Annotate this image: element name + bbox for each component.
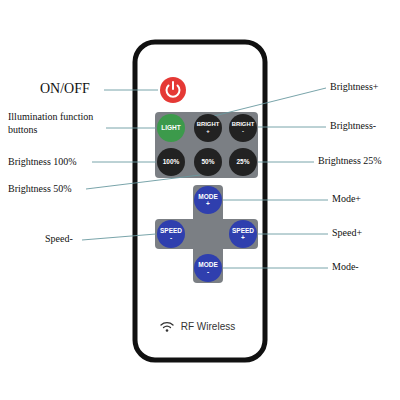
button-label: 50% <box>201 158 214 165</box>
on-off-label: ON/OFF <box>40 80 90 98</box>
button-panel <box>155 112 258 178</box>
brightness-label: Brightness 100% <box>8 156 77 169</box>
button-label: 100% <box>163 158 180 165</box>
remote-button: 100% <box>157 148 185 176</box>
leader-lines <box>82 88 328 268</box>
wireless-icon <box>166 329 169 332</box>
button-label: LIGHT <box>161 124 181 131</box>
brightness-label: Brightness- <box>330 120 376 133</box>
speed-label: Speed- <box>45 233 73 246</box>
remote-button: SPEED - <box>157 220 185 248</box>
remote-button: MODE + <box>194 186 222 214</box>
remote-button: BRIGHT - <box>229 114 257 142</box>
power-button <box>160 77 186 103</box>
button-label: BRIGHT + <box>197 121 220 135</box>
wireless-icon <box>161 323 173 328</box>
brightness-label: Brightness+ <box>330 81 378 94</box>
button-label: SPEED + <box>232 227 254 242</box>
button-label: SPEED - <box>160 227 182 242</box>
brightness-label: Brightness 25% <box>318 155 382 168</box>
remote-button: LIGHT <box>157 114 185 142</box>
brightness-label: Brightness 50% <box>8 183 72 196</box>
cross-panel <box>155 219 258 249</box>
brand-text: RF Wireless <box>181 321 235 332</box>
illumination-label: Illumination function buttons <box>8 111 104 136</box>
remote-button: MODE - <box>194 254 222 282</box>
button-label: 25% <box>236 158 249 165</box>
button-label: BRIGHT - <box>232 121 255 135</box>
remote-button: 50% <box>194 148 222 176</box>
speed-label: Speed+ <box>332 227 362 240</box>
mode-label: Mode- <box>332 261 359 274</box>
mode-label: Mode+ <box>332 193 361 206</box>
remote-control: RF Wireless LIGHT BRIGHT + BRIGHT - 100% 50% 2… <box>133 40 267 362</box>
remote-button: BRIGHT + <box>194 114 222 142</box>
button-label: MODE + <box>198 193 218 208</box>
button-label: MODE - <box>198 261 218 276</box>
power-icon <box>172 82 174 89</box>
remote-button: 25% <box>229 148 257 176</box>
remote-button: SPEED + <box>229 220 257 248</box>
